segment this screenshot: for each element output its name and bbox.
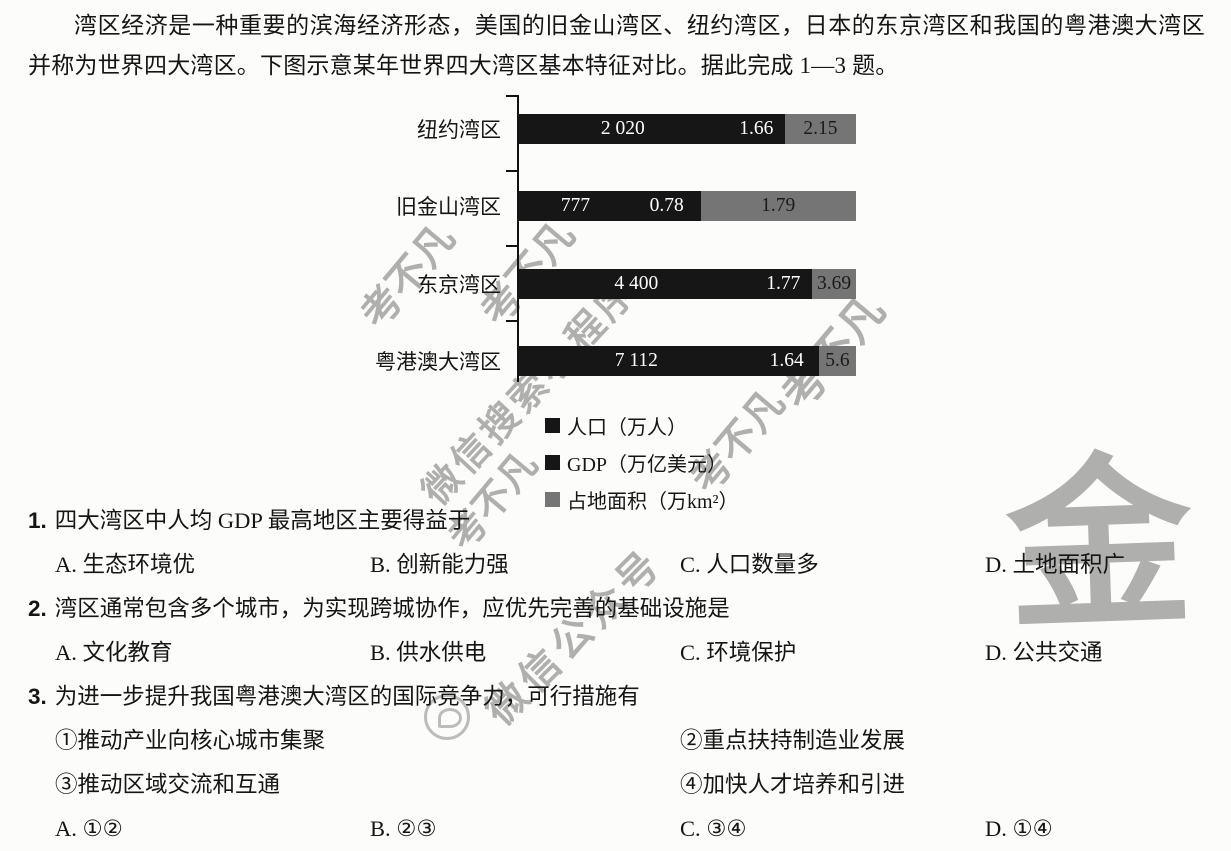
option-b: B. 创新能力强 [370, 552, 509, 577]
legend-item: GDP（万亿美元） [545, 444, 739, 481]
axis-tick [506, 245, 517, 247]
chart-axis [517, 95, 519, 382]
subitem-1: ①推动产业向核心城市集聚 [55, 728, 326, 753]
option-d: D. ①④ [985, 816, 1053, 841]
option-a: A. ①② [55, 816, 123, 841]
category-label: 粤港澳大湾区 [375, 350, 501, 375]
category-label: 纽约湾区 [417, 117, 501, 142]
legend-swatch-icon [545, 455, 560, 470]
bar-segment: 5.6 [818, 346, 856, 377]
question-2-stem: 2. 湾区通常包含多个城市，为实现跨城协作，应优先完善的基础设施是 [28, 587, 1208, 631]
bar-segment: 3.69 [812, 268, 856, 299]
legend-item: 人口（万人） [545, 407, 739, 444]
bar-segment: 7 112 [518, 346, 755, 377]
bar-segment: 2 020 [518, 113, 728, 144]
option-c: C. 人口数量多 [680, 552, 819, 577]
category-label: 东京湾区 [417, 272, 501, 297]
question-1-options: A. 生态环境优 B. 创新能力强 C. 人口数量多 D. 土地面积广 [28, 543, 1208, 587]
wechat-logo-icon [424, 694, 470, 740]
legend-label: 占地面积（万km²） [567, 491, 739, 513]
bar-segment: 777 [518, 191, 633, 222]
option-d: D. 土地面积广 [985, 552, 1125, 577]
bar-segment: 1.66 [727, 113, 785, 144]
chart-legend: 人口（万人） GDP（万亿美元） 占地面积（万km²） [545, 407, 739, 518]
questions-section: 1. 四大湾区中人均 GDP 最高地区主要得益于 A. 生态环境优 B. 创新能力… [28, 499, 1208, 851]
subitem-3: ③推动区域交流和互通 [55, 772, 281, 797]
subitem-2: ②重点扶持制造业发展 [680, 728, 906, 753]
intro-paragraph: 湾区经济是一种重要的滨海经济形态，美国的旧金山湾区、纽约湾区，日本的东京湾区和我… [28, 13, 1205, 78]
bar-segment: 1.79 [700, 191, 856, 222]
legend-swatch-icon [545, 418, 560, 433]
legend-label: 人口（万人） [567, 417, 687, 439]
question-3-stem: 3. 为进一步提升我国粤港澳大湾区的国际竞争力，可行措施有 [28, 675, 1208, 719]
question-2-options: A. 文化教育 B. 供水供电 C. 环境保护 D. 公共交通 [28, 631, 1208, 675]
question-3-options: A. ①② B. ②③ C. ③④ D. ①④ [28, 807, 1208, 851]
category-label: 旧金山湾区 [396, 195, 501, 220]
legend-label: GDP（万亿美元） [567, 454, 728, 476]
question-3-subitems-row1: ①推动产业向核心城市集聚 ②重点扶持制造业发展 [28, 719, 1208, 763]
option-c: C. 环境保护 [680, 640, 797, 665]
question-number: 1. [28, 508, 47, 533]
question-number: 2. [28, 596, 47, 621]
option-a: A. 文化教育 [55, 640, 173, 665]
axis-tick [506, 320, 517, 322]
option-b: B. 供水供电 [370, 640, 487, 665]
option-a: A. 生态环境优 [55, 552, 195, 577]
question-stem-text: 为进一步提升我国粤港澳大湾区的国际竞争力，可行措施有 [54, 684, 640, 709]
question-1-stem: 1. 四大湾区中人均 GDP 最高地区主要得益于 [28, 499, 1208, 543]
option-b: B. ②③ [370, 816, 437, 841]
question-number: 3. [28, 684, 47, 709]
subitem-4: ④加快人才培养和引进 [680, 772, 906, 797]
option-c: C. ③④ [680, 816, 747, 841]
axis-tick [506, 95, 517, 97]
question-3-subitems-row2: ③推动区域交流和互通 ④加快人才培养和引进 [28, 763, 1208, 807]
bar-segment: 4 400 [518, 268, 755, 299]
axis-tick [506, 170, 517, 172]
bar-segment: 1.77 [754, 268, 813, 299]
bar-segment: 2.15 [785, 113, 856, 144]
option-d: D. 公共交通 [985, 640, 1103, 665]
legend-item: 占地面积（万km²） [545, 481, 739, 518]
question-stem-text: 四大湾区中人均 GDP 最高地区主要得益于 [54, 508, 471, 533]
legend-swatch-icon [545, 492, 560, 507]
question-stem-text: 湾区通常包含多个城市，为实现跨城协作，应优先完善的基础设施是 [54, 596, 730, 621]
bar-segment: 0.78 [632, 191, 701, 222]
bar-segment: 1.64 [754, 346, 819, 377]
